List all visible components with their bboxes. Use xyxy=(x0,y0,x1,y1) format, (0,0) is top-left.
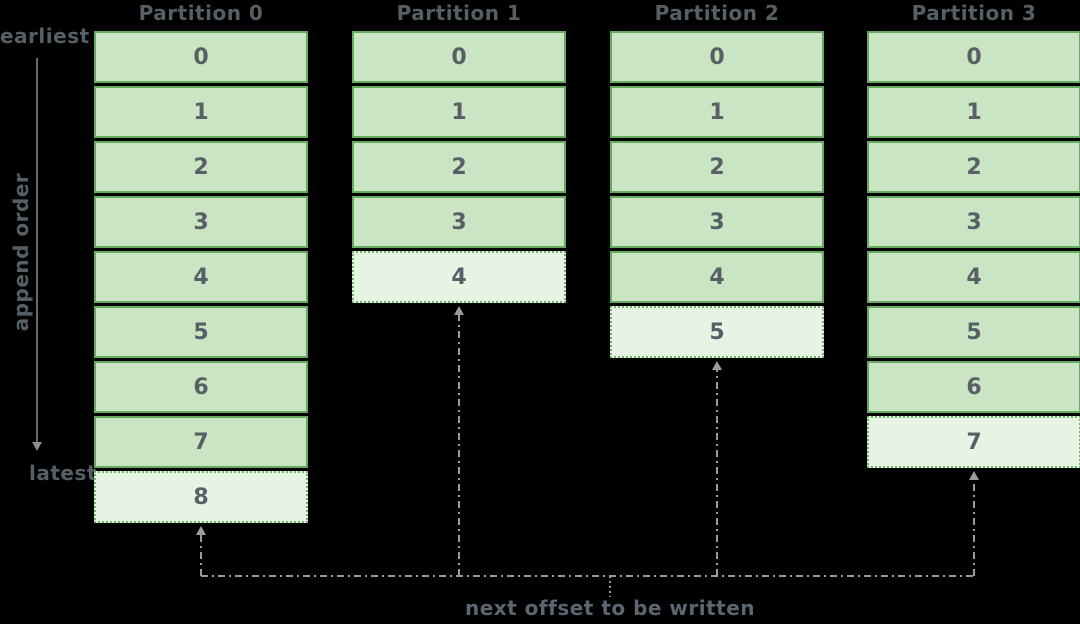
offset-cell: 4 xyxy=(94,251,308,303)
offset-cell: 0 xyxy=(352,31,566,83)
arrowhead-icon xyxy=(712,361,722,370)
arrowhead-icon xyxy=(969,471,979,480)
partition-title: Partition 2 xyxy=(654,1,780,25)
next-offset-cell: 8 xyxy=(94,471,308,523)
offset-cell: 2 xyxy=(94,141,308,193)
earliest-label: earliest xyxy=(0,24,90,48)
arrowhead-icon xyxy=(32,442,42,451)
offset-cell: 1 xyxy=(94,86,308,138)
offset-cell: 6 xyxy=(94,361,308,413)
partition-title: Partition 0 xyxy=(138,1,264,25)
offset-cell: 1 xyxy=(867,86,1080,138)
offset-cell: 1 xyxy=(610,86,824,138)
offset-cell: 2 xyxy=(610,141,824,193)
latest-label: latest xyxy=(29,461,97,485)
offset-cell: 1 xyxy=(352,86,566,138)
offset-cell: 0 xyxy=(94,31,308,83)
offset-cell: 0 xyxy=(867,31,1080,83)
offset-cell: 3 xyxy=(94,196,308,248)
partition-title: Partition 1 xyxy=(396,1,522,25)
offset-cell: 2 xyxy=(867,141,1080,193)
partition-title: Partition 3 xyxy=(911,1,1037,25)
offset-cell: 5 xyxy=(94,306,308,358)
offset-cell: 3 xyxy=(352,196,566,248)
arrowhead-icon xyxy=(454,306,464,315)
next-offset-cell: 5 xyxy=(610,306,824,358)
next-offset-cell: 4 xyxy=(352,251,566,303)
offset-cell: 4 xyxy=(610,251,824,303)
offset-cell: 4 xyxy=(867,251,1080,303)
next-offset-cell: 7 xyxy=(867,416,1080,468)
offset-cell: 7 xyxy=(94,416,308,468)
arrowhead-icon xyxy=(196,526,206,535)
next-offset-written-label: next offset to be written xyxy=(464,596,756,620)
offset-cell: 0 xyxy=(610,31,824,83)
offset-cell: 3 xyxy=(610,196,824,248)
offset-cell: 5 xyxy=(867,306,1080,358)
offset-cell: 3 xyxy=(867,196,1080,248)
offset-cell: 2 xyxy=(352,141,566,193)
